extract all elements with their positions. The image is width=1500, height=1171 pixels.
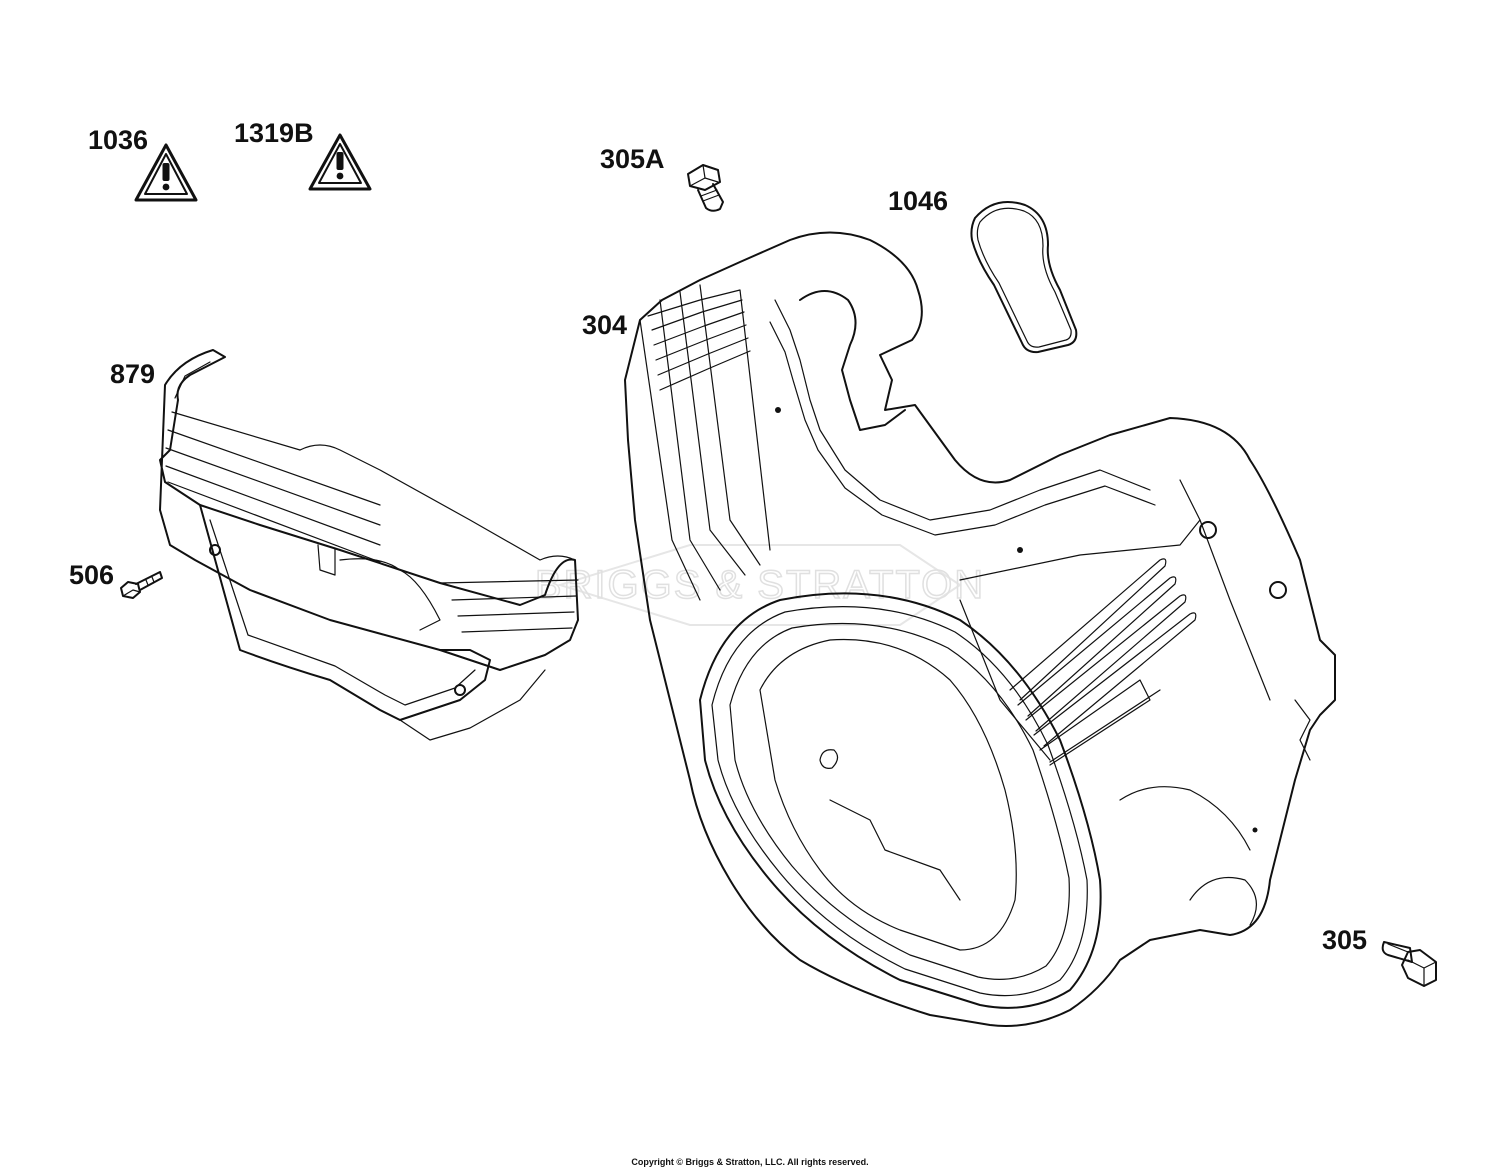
label-506: 506 (69, 560, 115, 590)
blower-housing-304-icon[interactable] (624, 231, 1336, 1027)
label-304: 304 (582, 310, 628, 340)
label-879: 879 (110, 359, 156, 389)
shroud-879-icon[interactable] (159, 349, 579, 741)
bolt-305-icon[interactable] (1381, 941, 1437, 987)
label-305: 305 (1322, 925, 1368, 955)
watermark-text: BRIGGS & STRATTON (535, 563, 985, 607)
warning-decal-1036-icon[interactable] (134, 143, 198, 202)
brand-watermark: BRIGGS & STRATTON (534, 544, 985, 626)
gasket-1046-icon[interactable] (970, 201, 1078, 354)
label-1046: 1046 (888, 186, 949, 216)
copyright-notice: Copyright © Briggs & Stratton, LLC. All … (631, 1157, 869, 1167)
bolt-305a-icon[interactable] (687, 164, 724, 212)
label-1319b: 1319B (234, 118, 314, 148)
label-305a: 305A (600, 144, 665, 174)
label-1036: 1036 (88, 125, 149, 155)
warning-decal-1319b-icon[interactable] (308, 133, 372, 191)
screw-506-icon[interactable] (120, 571, 163, 599)
